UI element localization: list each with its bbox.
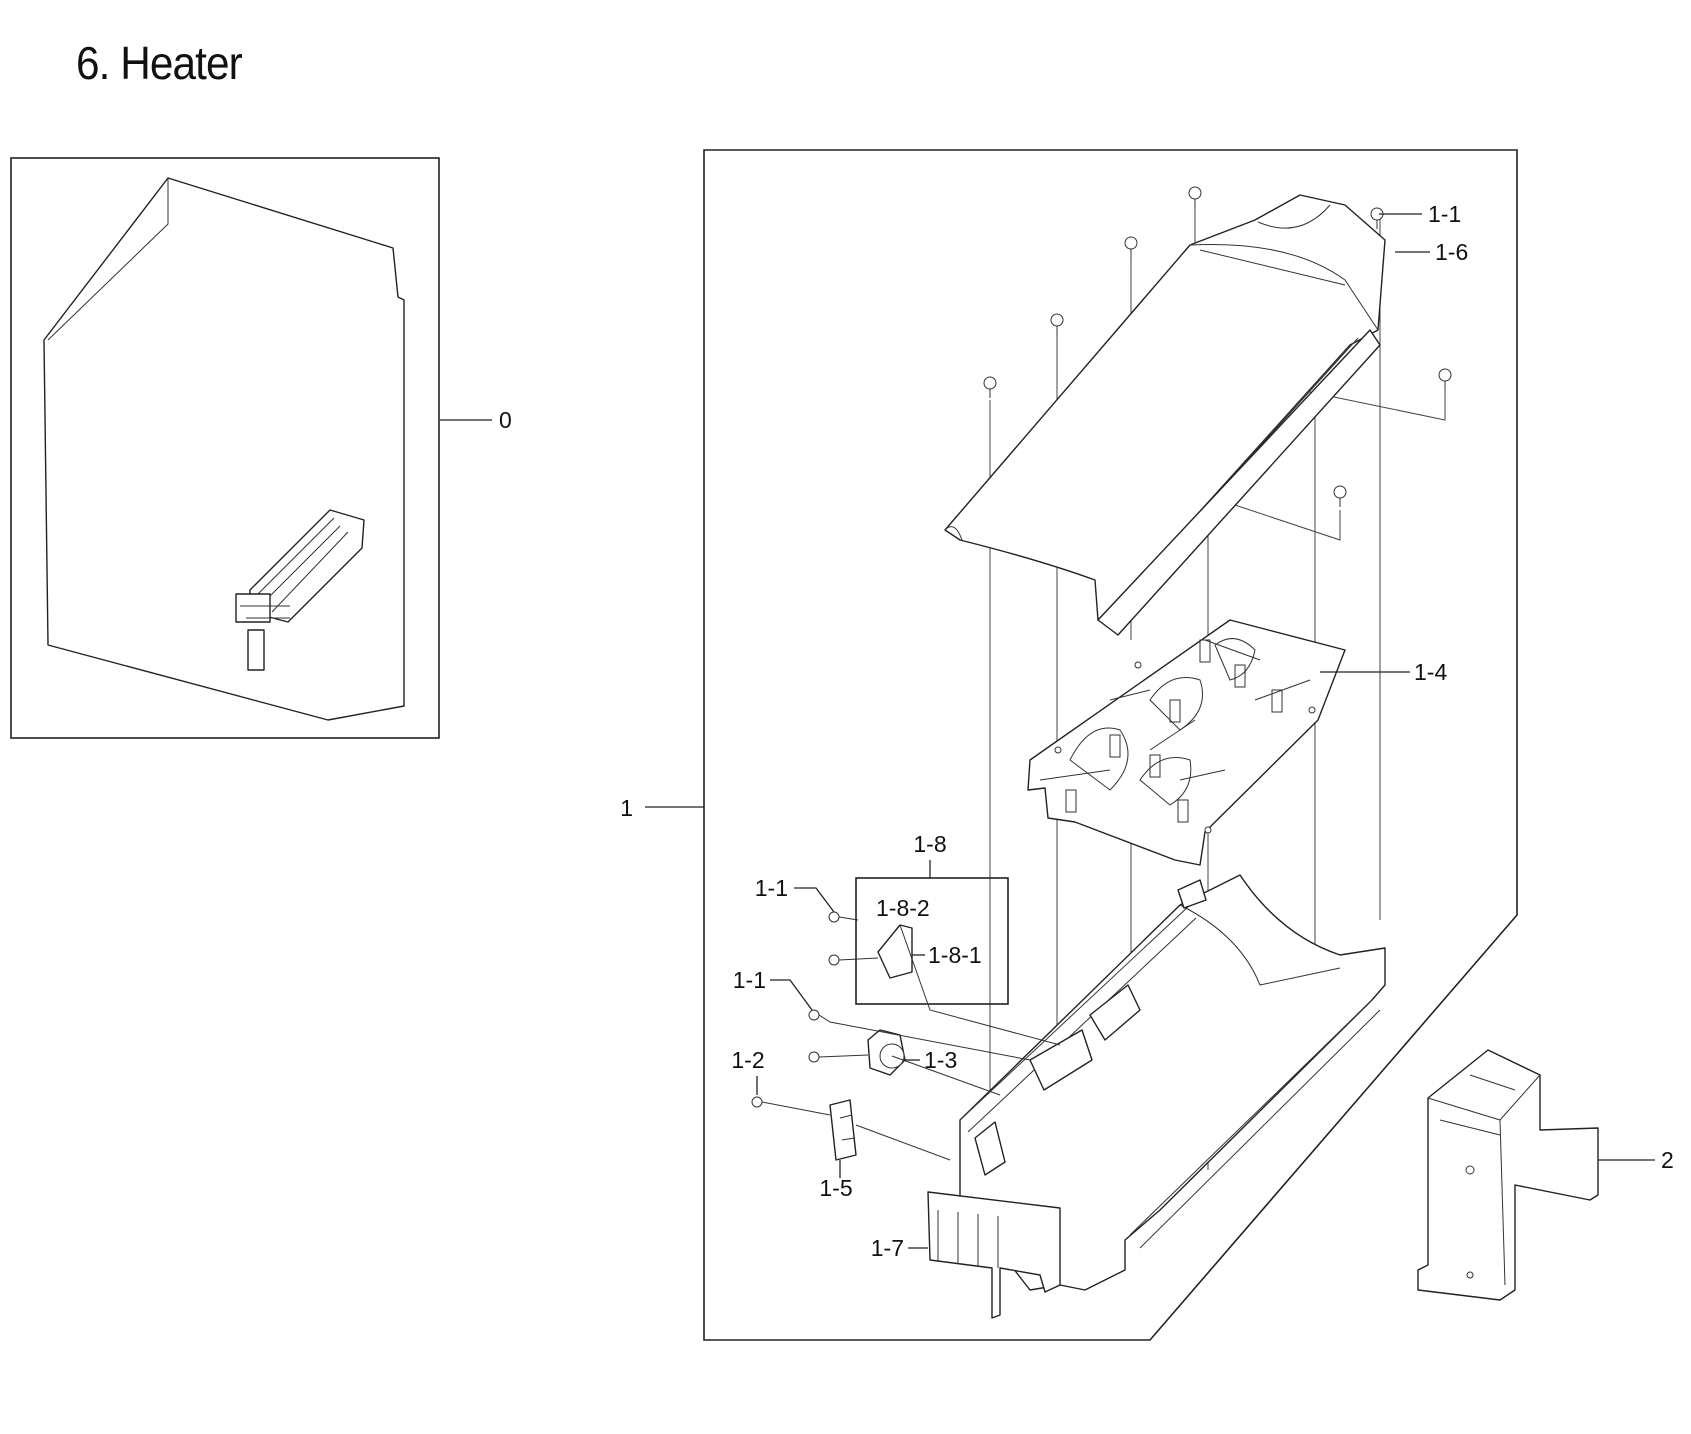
screw-icon xyxy=(1438,368,1452,390)
heater-housing xyxy=(959,874,1386,1291)
callout-2: 2 xyxy=(1661,1147,1674,1173)
thermostat-1-8-1 xyxy=(877,924,1061,1046)
top-screws xyxy=(983,186,1452,507)
screw-icon xyxy=(1333,485,1347,507)
screw-icon xyxy=(808,1051,869,1063)
callout-1-8-1: 1-8-1 xyxy=(928,942,982,968)
heater-in-cabinet xyxy=(235,509,365,671)
heating-element-plate xyxy=(1027,619,1346,866)
assembly-frame xyxy=(703,149,1518,1341)
callout-1-8-2: 1-8-2 xyxy=(876,895,930,921)
callout-leaders xyxy=(645,213,1655,1249)
screw-icon xyxy=(1124,236,1138,258)
thermal-fuse-1-3 xyxy=(867,1029,1001,1096)
callout-1-4: 1-4 xyxy=(1414,659,1447,685)
screw-icon xyxy=(1188,186,1202,208)
callout-1-2: 1-2 xyxy=(731,1047,764,1073)
mounting-bracket-2 xyxy=(1417,1049,1599,1301)
callout-1-5: 1-5 xyxy=(819,1175,852,1201)
screw-icon xyxy=(808,1009,1031,1061)
callout-1-3: 1-3 xyxy=(924,1047,957,1073)
screw-icon xyxy=(828,911,859,923)
overview-frame xyxy=(10,157,440,739)
callout-0: 0 xyxy=(499,407,512,433)
callout-1-6: 1-6 xyxy=(1435,239,1468,265)
front-plate xyxy=(927,1191,1061,1319)
screw-icon xyxy=(828,954,879,966)
callout-1-1-low: 1-1 xyxy=(733,967,766,993)
heater-assembly-panel xyxy=(703,149,1518,1341)
kit-box-1-8 xyxy=(855,877,1009,1005)
screw-icon xyxy=(1370,207,1384,229)
connector-1-5 xyxy=(829,1099,857,1161)
callout-1-7: 1-7 xyxy=(871,1235,904,1261)
heater-duct-cover xyxy=(944,194,1386,636)
terminal-icon xyxy=(1065,639,1283,823)
dryer-cabinet xyxy=(43,177,405,721)
callout-1-8: 1-8 xyxy=(913,831,946,857)
page-title: 6. Heater xyxy=(76,37,243,89)
screw-icon xyxy=(1050,313,1064,335)
screw-icon xyxy=(751,1096,951,1161)
callout-1-1-top: 1-1 xyxy=(1428,201,1461,227)
screw-icon xyxy=(983,376,997,398)
dryer-overview-panel xyxy=(10,157,440,739)
callout-1: 1 xyxy=(620,795,633,821)
callout-1-1-mid: 1-1 xyxy=(755,875,788,901)
